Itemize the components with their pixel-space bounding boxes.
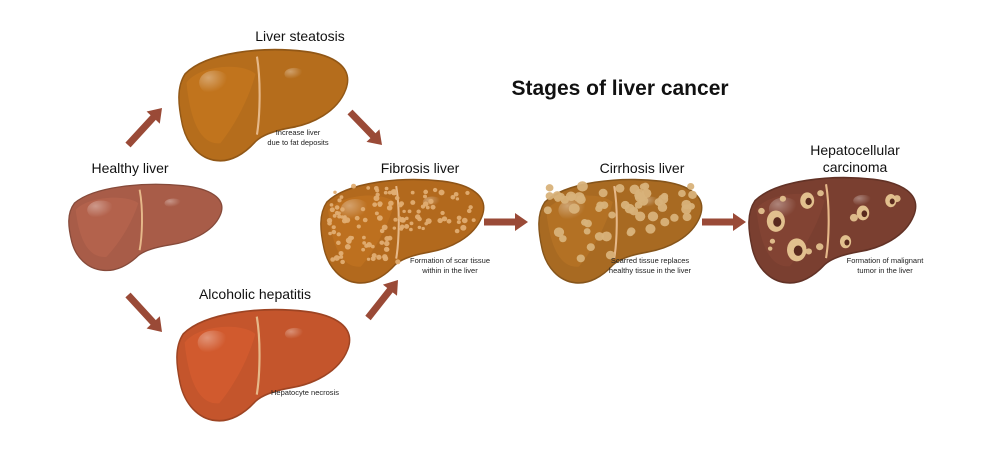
title-line: Hepatocellular [810,142,900,158]
arrow-hepatitis-to-fibrosis [365,280,398,321]
note-fibrosis-liver: Formation of scar tissue within in the l… [395,256,505,276]
note-liver-steatosis: Increase liver due to fat deposits [248,128,348,148]
liver-carcinoma [748,176,917,284]
note-line: tumor in the liver [857,266,913,275]
note-line: healthy tissue in the liver [608,266,692,275]
arrow-cirrhosis-to-carcinoma [702,213,746,231]
title-line: carcinoma [822,159,888,175]
note-cirrhosis-liver: Scarred tissue replaces healthy tissue i… [590,256,710,276]
label-healthy-liver: Healthy liver [91,160,169,176]
liver-steatosis [178,48,349,162]
note-line: due to fat deposits [267,138,329,147]
arrow-healthy-to-steatosis [125,108,162,148]
note-alcoholic-hepatitis: Hepatocyte necrosis [255,388,355,398]
note-line: Formation of malignant [846,256,924,265]
liver-healthy [68,183,223,272]
note-line: Hepatocyte necrosis [271,388,339,397]
label-hepatocellular-carcinoma: Hepatocellular carcinoma [790,142,920,176]
note-line: Formation of scar tissue [409,256,491,265]
note-line: Scarred tissue replaces [610,256,690,265]
label-liver-steatosis: Liver steatosis [255,28,345,44]
note-hepatocellular-carcinoma: Formation of malignant tumor in the live… [830,256,940,276]
liver-hepatitis [176,308,351,422]
label-fibrosis-liver: Fibrosis liver [380,160,460,176]
arrow-steatosis-to-fibrosis [347,109,382,145]
arrow-healthy-to-hepatitis [125,292,162,332]
diagram-title: Stages of liver cancer [511,77,729,100]
label-cirrhosis-liver: Cirrhosis liver [599,160,685,176]
note-line: within in the liver [422,266,478,275]
note-line: Increase liver [275,128,321,137]
label-alcoholic-hepatitis: Alcoholic hepatitis [198,286,312,302]
liver-fibrosis [320,178,485,284]
arrow-fibrosis-to-cirrhosis [484,213,528,231]
liver-cirrhosis [538,178,703,284]
